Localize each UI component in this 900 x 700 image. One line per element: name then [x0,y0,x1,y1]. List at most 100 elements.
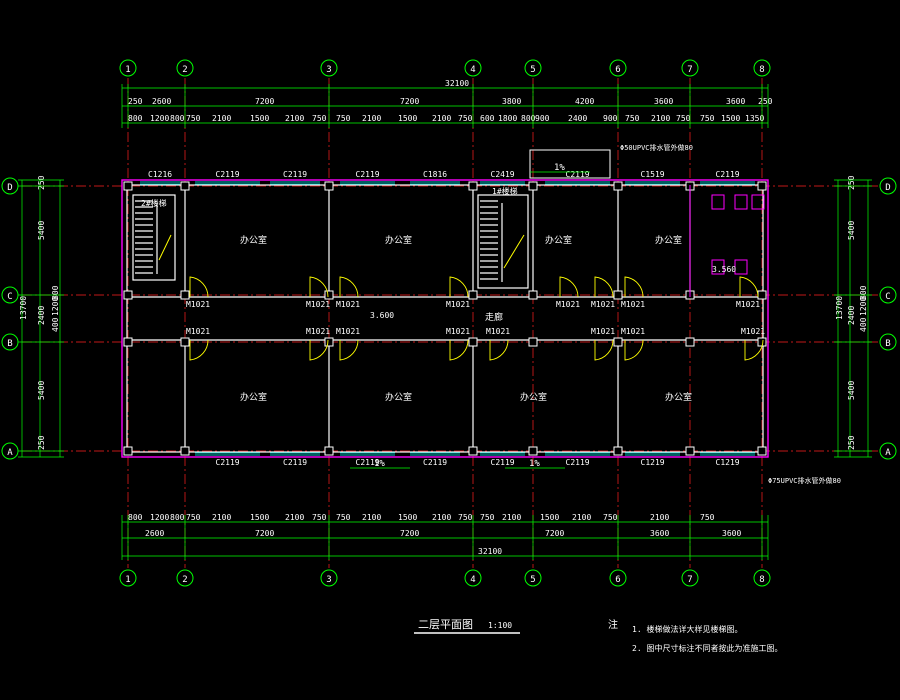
dim-text-bottom1: 2100 [362,513,381,522]
column [324,181,334,191]
dim-text-top2: 2100 [212,114,231,123]
dim-text-top1: 7200 [400,97,419,106]
door-swing [189,276,209,298]
axis-bubble [681,59,699,77]
window-label: C2119 [423,458,447,467]
axis-label: C [7,292,12,302]
column [324,290,334,300]
column [613,290,623,300]
column [757,446,767,456]
room-label-office: 办公室 [385,234,412,246]
dim-text-side: 250 [847,435,856,450]
axis-label: 1 [125,575,130,585]
toilet-fixture [734,259,748,275]
room-label-office: 办公室 [665,391,692,403]
column [613,446,623,456]
column [180,181,190,191]
axis-label: B [885,339,890,349]
overall-depth: 13700 [835,296,844,320]
dim-text-bottom1: 750 [336,513,351,522]
door-label: M1021 [736,300,760,309]
door-swing [594,276,614,298]
column [468,337,478,347]
axis-bubble [1,286,19,304]
dim-text-top2: 1200 [150,114,169,123]
dim-text-bottom2: 3600 [722,529,741,538]
axis-bubble [879,177,897,195]
door-label: M1021 [186,300,210,309]
door-swing [559,276,579,298]
dim-text-bottom1: 750 [700,513,715,522]
axis-label: A [885,448,891,458]
dim-text-bottom1: 800 [170,513,185,522]
elevation-label-2: 3.560 [712,265,736,274]
dim-text-side-small: 1200 [51,297,60,316]
axis-bubble [176,59,194,77]
dim-text-top1: 7200 [255,97,274,106]
dim-text-bottom1: 2100 [502,513,521,522]
dim-text-top2: 900 [535,114,550,123]
dim-text-side: 250 [37,175,46,190]
dim-text-bottom1: 2100 [432,513,451,522]
door-swing [309,339,329,361]
column [528,446,538,456]
axis-bubble [176,569,194,587]
axis-label: 8 [759,65,764,75]
axis-bubble [524,59,542,77]
dim-text-side-small: 400 [51,317,60,332]
column [180,337,190,347]
window-label: C2119 [491,458,515,467]
overall-width-bottom: 32100 [478,547,502,556]
dim-text-bottom2: 7200 [400,529,419,538]
dim-text-top2: 750 [625,114,640,123]
dim-text-top2: 750 [336,114,351,123]
dim-text-top1: 3600 [654,97,673,106]
dim-text-top2: 600 [480,114,495,123]
dim-text-bottom1: 1200 [150,513,169,522]
dim-text-top2: 750 [700,114,715,123]
pipe-top-label: Φ50UPVC排水管外做80 [620,143,693,152]
slope-label: 1% [554,163,565,173]
axis-label: 8 [759,575,764,585]
column [324,446,334,456]
stair1-label: 1#楼梯 [492,186,518,196]
pipe-bottom-label: Φ75UPVC排水管外做80 [768,476,841,485]
axis-label: 3 [326,575,331,585]
axis-label: 1 [125,65,130,75]
column [757,181,767,191]
slope-label: 1% [374,459,385,469]
axis-label: A [7,448,13,458]
dim-text-top2: 800 [170,114,185,123]
window-label: C1219 [641,458,665,467]
window-label: C1216 [148,170,172,179]
door-label: M1021 [486,327,510,336]
column [468,290,478,300]
axis-bubble [681,569,699,587]
window-label: C1219 [716,458,740,467]
canopy [529,149,611,179]
dim-text-top2: 1500 [398,114,417,123]
axis-bubble [524,569,542,587]
door-label: M1021 [336,327,360,336]
window-label: C1519 [641,170,665,179]
dim-text-side: 5400 [37,221,46,240]
axis-label: D [885,183,890,193]
dim-text-top2: 2400 [568,114,587,123]
door-swing [489,339,509,361]
door-swing [624,339,644,361]
door-label: M1021 [621,300,645,309]
corridor-label: 走廊 [485,311,503,323]
door-label: M1021 [621,327,645,336]
dim-text-top1: 3800 [502,97,521,106]
column [180,446,190,456]
column [123,446,133,456]
column [685,337,695,347]
window-label: C2119 [283,458,307,467]
dim-text-side-small: 400 [859,317,868,332]
window-label: C2419 [491,170,515,179]
column [757,290,767,300]
dim-text-bottom1: 1500 [540,513,559,522]
door-label: M1021 [446,327,470,336]
